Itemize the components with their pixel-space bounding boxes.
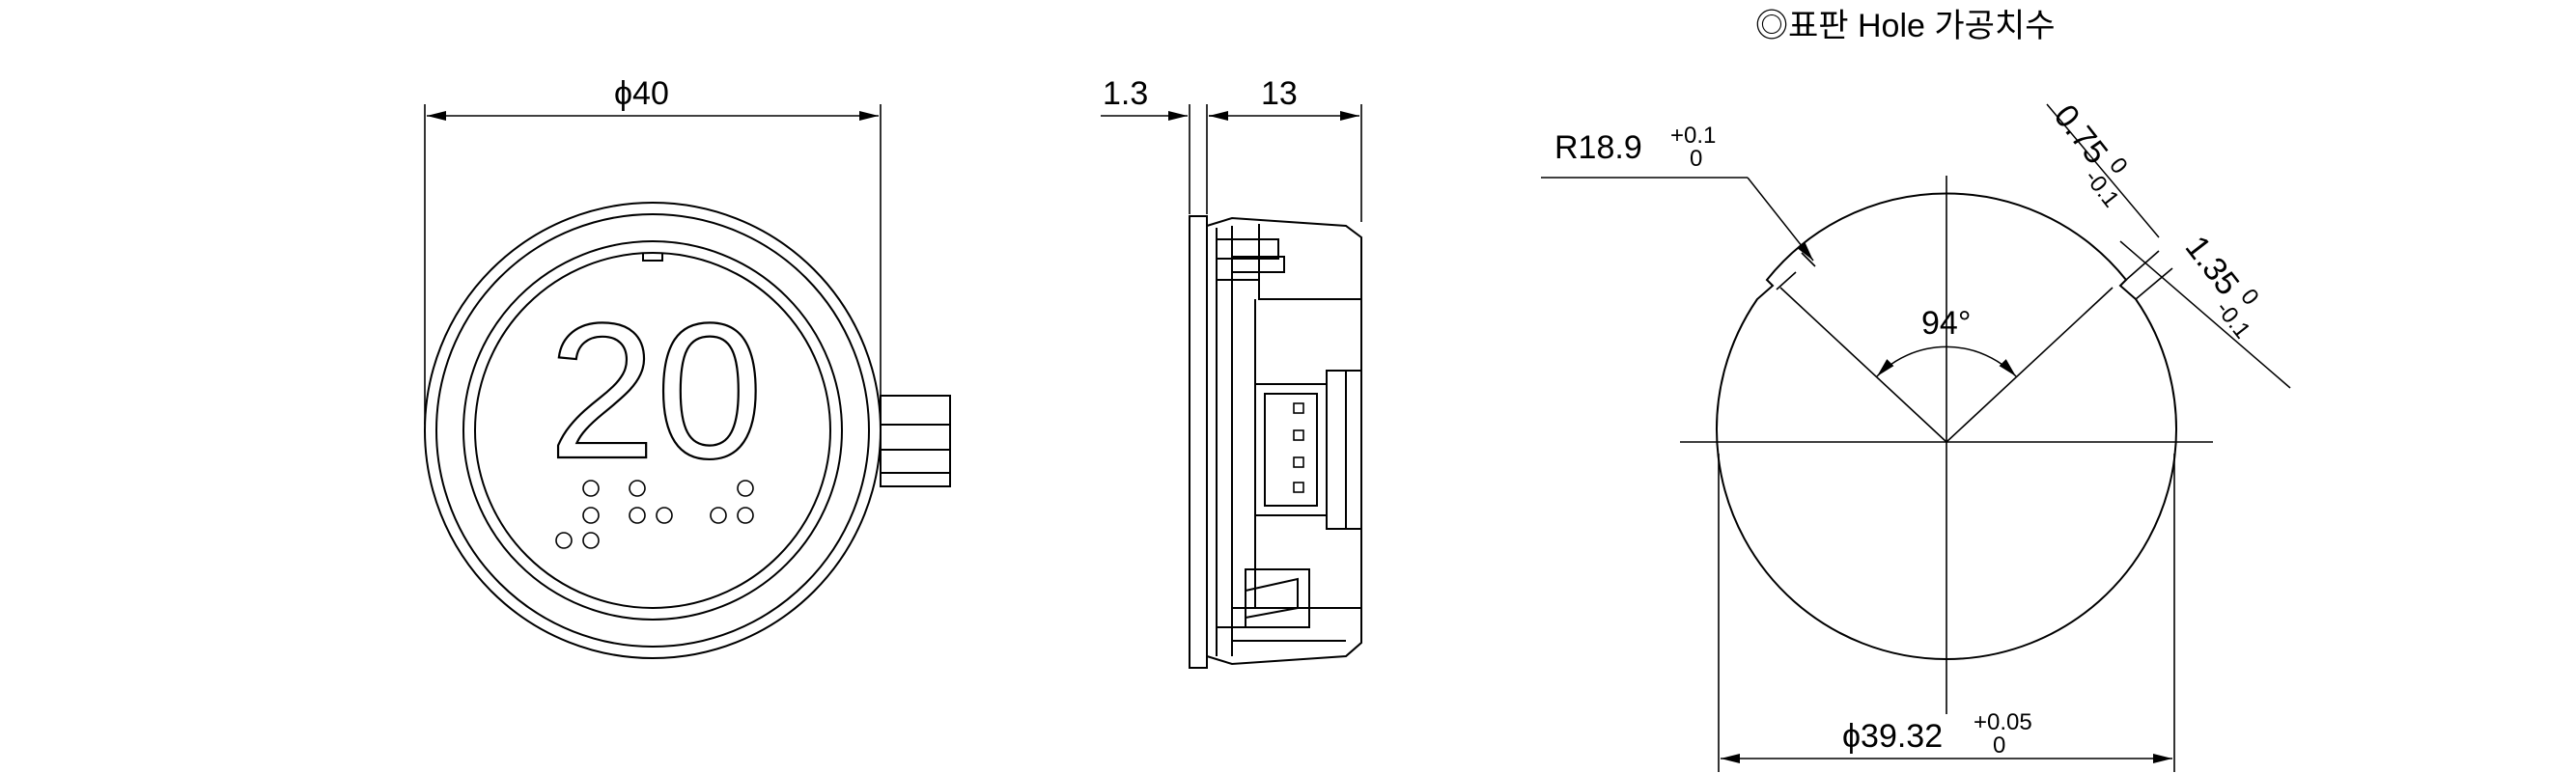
hole-diameter-label: ϕ39.32 (1842, 718, 1943, 755)
hole-view: 94° R18.9 +0.1 0 0.75 0 -0.1 1.35 0 -0.1… (1541, 98, 2291, 772)
drawing-title: ◎표판 Hole 가공치수 (1755, 8, 2056, 44)
hole-radius-tol-plus: +0.1 (1670, 123, 1716, 149)
floor-number: 20 (548, 284, 763, 499)
side-thickness-label: 1.3 (1103, 75, 1148, 112)
hole-notch-depth-label: 1.35 (2178, 230, 2247, 303)
hole-diameter-tol-plus: +0.05 (1974, 709, 2032, 735)
hole-angle-label: 94° (1921, 305, 1971, 342)
hole-notch-width-label: 0.75 (2047, 98, 2115, 172)
side-depth-label: 13 (1261, 75, 1298, 112)
hole-radius-tol-minus: 0 (1690, 146, 1702, 172)
side-view: 1.3 13 (1101, 75, 1362, 669)
hole-diameter-tol-minus: 0 (1993, 732, 2005, 759)
hole-radius-label: R18.9 (1554, 129, 1642, 166)
front-connector (880, 395, 951, 487)
front-view: ϕ40 20 (424, 75, 951, 659)
braille-dots (555, 480, 754, 549)
front-diameter-label: ϕ40 (614, 75, 669, 112)
